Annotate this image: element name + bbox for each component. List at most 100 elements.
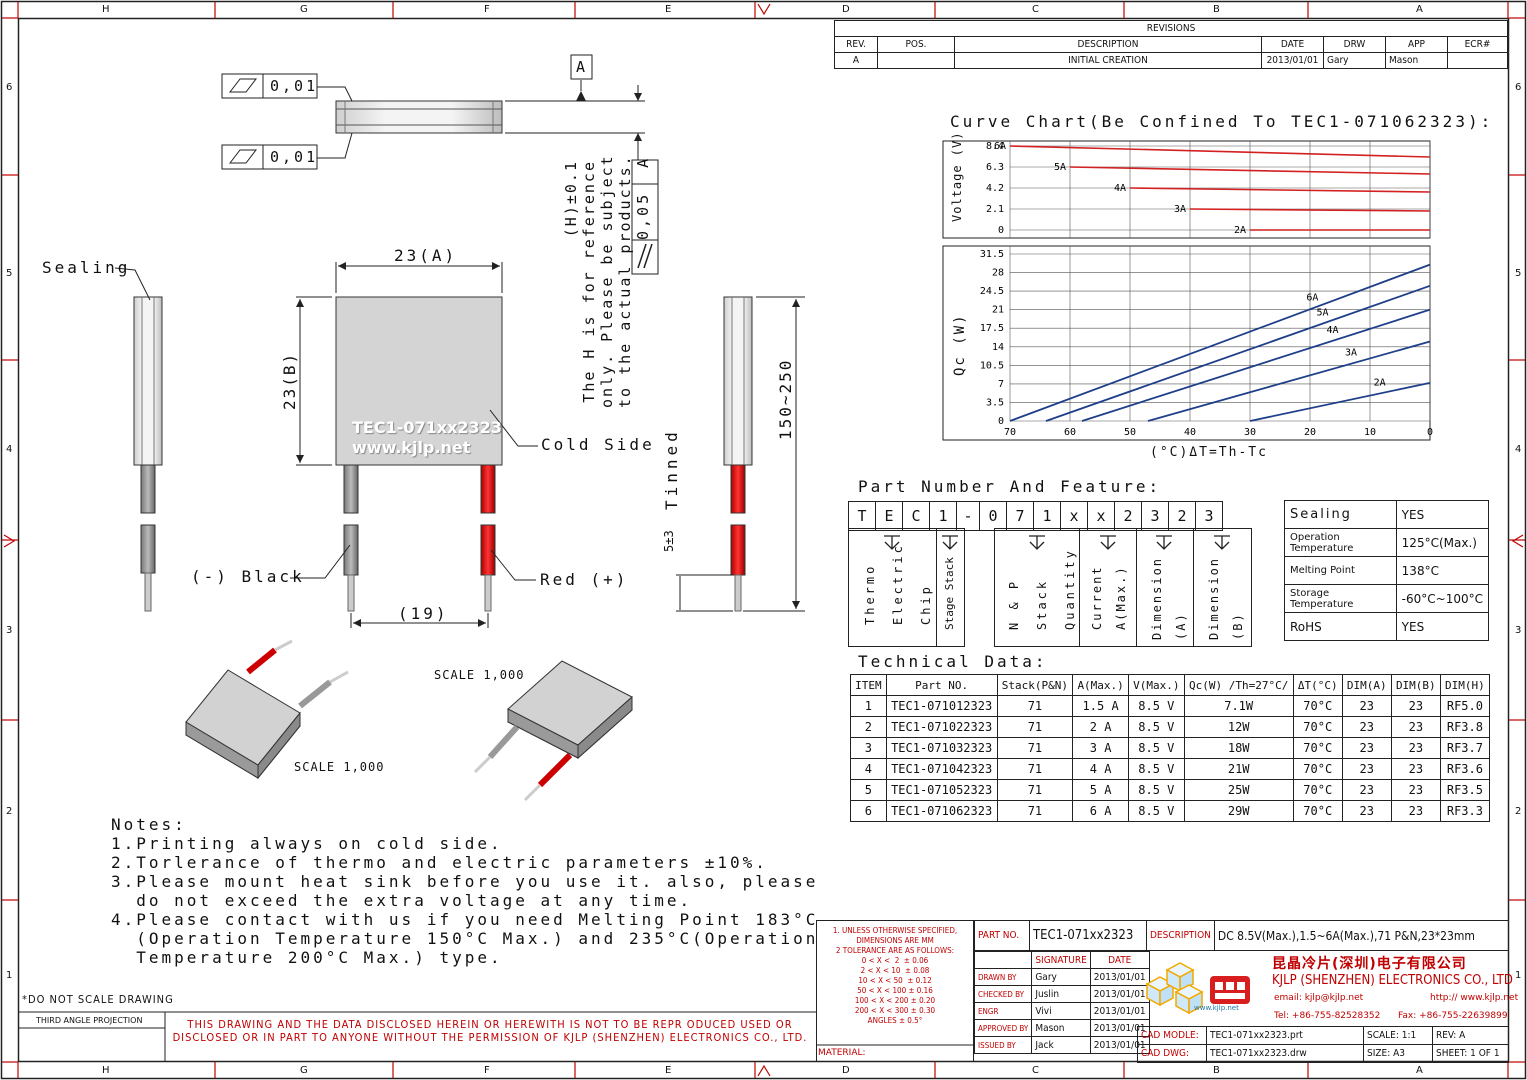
feature-value: YES	[1395, 612, 1490, 641]
frame-col-letter: E	[665, 1065, 672, 1076]
tech-header: Part NO.	[885, 674, 998, 696]
cold-side-printing: TEC1-071xx2323 www.kjlp.net	[352, 418, 502, 458]
signature-cell: DRAWN BY	[973, 968, 1033, 986]
down-arrow-icon	[884, 535, 900, 550]
cad-model-value: TEC1-071xx2323.prt	[1206, 1026, 1364, 1045]
rev-cell: Mason	[1385, 52, 1448, 69]
signature-cell: 2013/01/01	[1089, 968, 1150, 986]
tech-cell: 23	[1390, 695, 1441, 717]
note-line: (Operation Temperature 150°C Max.) and 2…	[111, 929, 819, 948]
flatness-value-2: 0,01	[270, 148, 319, 166]
black-wire-label: (-) Black	[191, 567, 305, 586]
chart-title: Curve Chart(Be Confined To TEC1-07106232…	[950, 112, 1494, 131]
down-arrow-icon	[1029, 535, 1045, 550]
voltage-series-line	[1129, 187, 1431, 193]
signature-cell: Juslin	[1031, 985, 1091, 1003]
frame-row-number: 2	[1515, 806, 1522, 817]
part-no-label: PART NO.	[974, 920, 1030, 951]
tech-header: DIM(B)	[1390, 674, 1441, 696]
feature-value: 125°C(Max.)	[1395, 528, 1490, 557]
tech-header: DIM(H)	[1439, 674, 1491, 696]
dim-a-label: 23(A)	[394, 246, 458, 265]
feature-name: Operation Temperature	[1284, 528, 1397, 557]
qc-series-line	[1147, 340, 1431, 422]
module-drawing	[114, 54, 805, 802]
note-line: 2.Torlerance of thermo and electric para…	[111, 853, 768, 872]
note-line: do not exceed the extra voltage at any t…	[111, 891, 693, 910]
tech-cell: TEC1-071062323	[885, 800, 998, 822]
qc-series-line	[1249, 381, 1431, 422]
frame-col-letter: C	[1032, 4, 1039, 15]
size-value: SIZE: A3	[1363, 1044, 1433, 1063]
voltage-series-label: 5A	[1054, 162, 1066, 173]
company-tel: Tel: +86-755-82528352	[1274, 1011, 1381, 1021]
revisions-table: REVISIONS REV. POS. DESCRIPTION DATE DRW…	[834, 20, 1508, 69]
scale-label-2: SCALE 1,000	[294, 760, 385, 774]
part-number-char: C	[902, 501, 930, 531]
red-wire-label: Red (+)	[540, 570, 629, 589]
tech-cell: 71	[996, 695, 1074, 717]
datum-label: A	[576, 58, 586, 76]
tolerance-line: 2 < X < 10 ± 0.08	[860, 966, 930, 975]
qc-x-tick-label: 30	[1244, 427, 1256, 438]
dim-19-label: (19)	[398, 604, 449, 623]
tech-cell: TEC1-071012323	[885, 695, 998, 717]
tolerance-line: 50 < X < 100 ± 0.16	[857, 986, 933, 995]
part-number-arrows	[848, 528, 1252, 647]
frame-col-letter: A	[1416, 4, 1423, 15]
tech-cell: 12W	[1183, 716, 1294, 738]
tech-header: A(Max.)	[1072, 674, 1129, 696]
cad-table: CAD MODLE: TEC1-071xx2323.prt SCALE: 1:1…	[1137, 1026, 1509, 1063]
qc-x-tick-label: 70	[1004, 427, 1016, 438]
voltage-series-label: 2A	[1234, 225, 1246, 236]
tech-cell: 71	[996, 716, 1074, 738]
qc-series-line	[1009, 263, 1431, 422]
frame-col-letter: F	[484, 4, 490, 15]
qc-tick-label: 28	[992, 268, 1004, 279]
tolerance-line: 100 < X < 200 ± 0.20	[854, 996, 936, 1005]
part-number-char: x	[1060, 501, 1088, 531]
feature-value: 138°C	[1395, 556, 1490, 585]
qc-x-tick-label: 20	[1304, 427, 1316, 438]
qc-tick-label: 0	[998, 416, 1004, 427]
tech-cell: 23	[1390, 800, 1441, 822]
company-fax: Fax: +86-755-22639899	[1398, 1011, 1508, 1021]
tech-header: Stack(P&N)	[996, 674, 1074, 696]
voltage-series-line	[1189, 208, 1431, 212]
tech-cell: 71	[996, 800, 1074, 822]
voltage-series-label: 4A	[1114, 183, 1126, 194]
tolerance-line: 0 < X < 2 ± 0.06	[861, 956, 929, 965]
cad-dwg-label: CAD DWG:	[1137, 1044, 1207, 1063]
tolerance-block: 1. UNLESS OTHERWISE SPECIFIED,DIMENSIONS…	[818, 926, 972, 1026]
voltage-series-line	[1009, 145, 1431, 158]
frame-row-number: 5	[6, 268, 13, 279]
frame-row-number: 5	[1515, 268, 1522, 279]
tech-cell: 70°C	[1292, 779, 1343, 801]
qc-tick-label: 7	[998, 379, 1004, 390]
tolerance-line: 2 TOLERANCE ARE AS FOLLOWS:	[835, 946, 955, 955]
frame-row-number: 4	[6, 444, 13, 455]
tolerance-line: DIMENSIONS ARE MM	[856, 936, 934, 945]
qc-tick-label: 21	[992, 305, 1004, 316]
scale-label-1: SCALE 1,000	[434, 668, 525, 682]
tolerance-line: 10 < X < 50 ± 0.12	[858, 976, 932, 985]
projection-label: THIRD ANGLE PROJECTION	[36, 1016, 143, 1025]
cad-dwg-value: TEC1-071xx2323.drw	[1206, 1044, 1364, 1063]
tech-cell: 5 A	[1072, 779, 1129, 801]
signature-cell: APPROVED BY	[973, 1019, 1033, 1037]
tech-title: Technical Data:	[858, 652, 1048, 671]
voltage-series-label: 6A	[994, 141, 1006, 152]
feature-name: RoHS	[1284, 612, 1397, 641]
part-number-title: Part Number And Feature:	[858, 477, 1162, 496]
qc-series-label: 3A	[1345, 348, 1357, 359]
